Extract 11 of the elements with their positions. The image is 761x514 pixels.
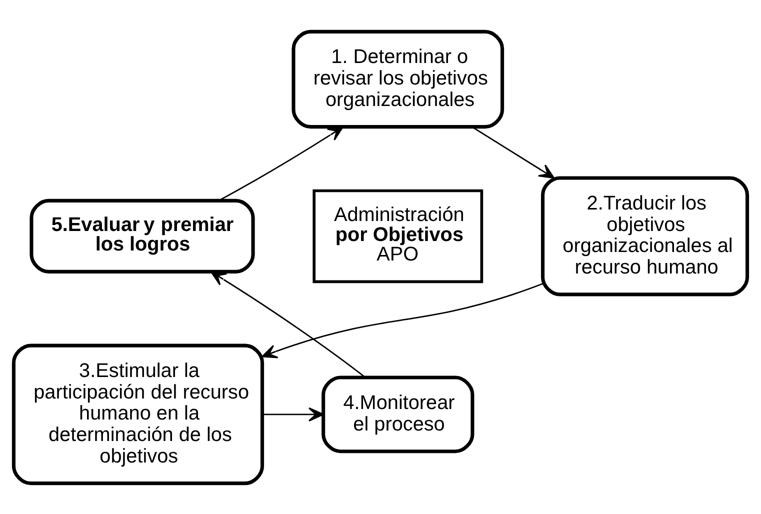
node-box: 3.Estimular la participación del recurso humano en la determinación de los objetivos [12,343,264,485]
arrow [218,126,344,201]
arrow [472,126,555,178]
node-box: 4.Monitorear el proceso [322,375,474,453]
arrow [262,406,324,422]
arrow [210,270,366,378]
node-box: 1. Determinar o revisar los objetivos organizacionales [292,29,504,128]
node-box: 2.Traducir los objetivos organizacionales al recurso humano [541,176,750,296]
arrow [262,282,543,358]
node-box: Administración por Objetivos APO [312,188,484,283]
node-box: 5.Evaluar y premiar los logros [30,198,255,273]
